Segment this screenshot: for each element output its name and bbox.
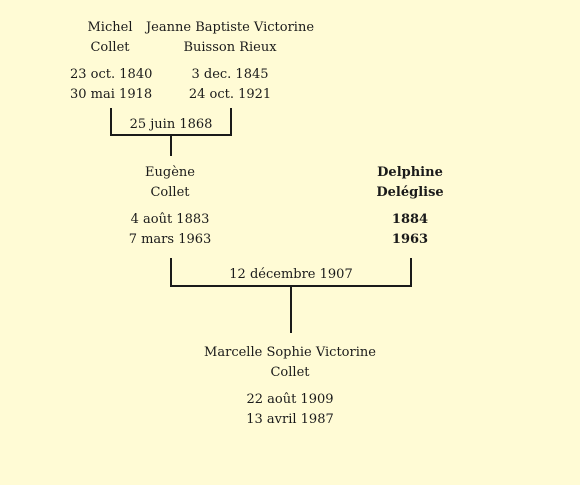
- person-death-date: 7 mars 1963: [128, 232, 212, 247]
- connector-line: [170, 258, 172, 287]
- person-marcelle-collet: Marcelle Sophie Victorine Collet 22 août…: [190, 343, 390, 430]
- person-jeanne-buisson-rieux: Jeanne Baptiste Victorine Buisson Rieux …: [140, 18, 320, 105]
- person-last-name: Collet: [90, 40, 130, 55]
- person-death-date: 13 avril 1987: [246, 412, 334, 427]
- person-birth-date: 23 oct. 1840: [70, 67, 153, 82]
- person-first-name: Delphine: [377, 165, 443, 180]
- marriage-date: 12 décembre 1907: [229, 267, 353, 282]
- person-delphine-deleglise: Delphine Deléglise 1884 1963: [350, 163, 470, 250]
- connector-line: [410, 258, 412, 287]
- person-death-date: 30 mai 1918: [70, 87, 153, 102]
- person-last-name: Deléglise: [376, 185, 444, 200]
- connector-line: [170, 285, 412, 287]
- connector-line: [290, 287, 292, 333]
- person-first-name: Jeanne Baptiste Victorine: [145, 20, 315, 35]
- person-birth-date: 22 août 1909: [246, 392, 334, 407]
- connector-line: [110, 108, 112, 136]
- connector-line: [170, 136, 172, 156]
- person-first-name: Michel: [87, 20, 133, 35]
- person-death-date: 1963: [391, 232, 429, 247]
- person-michel-collet: Michel Collet 23 oct. 1840 30 mai 1918: [70, 18, 153, 105]
- person-birth-date: 3 dec. 1845: [191, 67, 269, 82]
- marriage-date: 25 juin 1868: [129, 117, 213, 132]
- person-first-name: Eugène: [145, 165, 195, 180]
- person-death-date: 24 oct. 1921: [188, 87, 272, 102]
- person-last-name: Buisson Rieux: [183, 40, 277, 55]
- connector-line: [230, 108, 232, 136]
- person-last-name: Collet: [270, 365, 310, 380]
- person-eugene-collet: Eugène Collet 4 août 1883 7 mars 1963: [110, 163, 230, 250]
- person-last-name: Collet: [150, 185, 190, 200]
- person-birth-date: 4 août 1883: [130, 212, 210, 227]
- person-first-name: Marcelle Sophie Victorine: [204, 345, 376, 360]
- connector-line: [110, 134, 232, 136]
- person-birth-date: 1884: [391, 212, 429, 227]
